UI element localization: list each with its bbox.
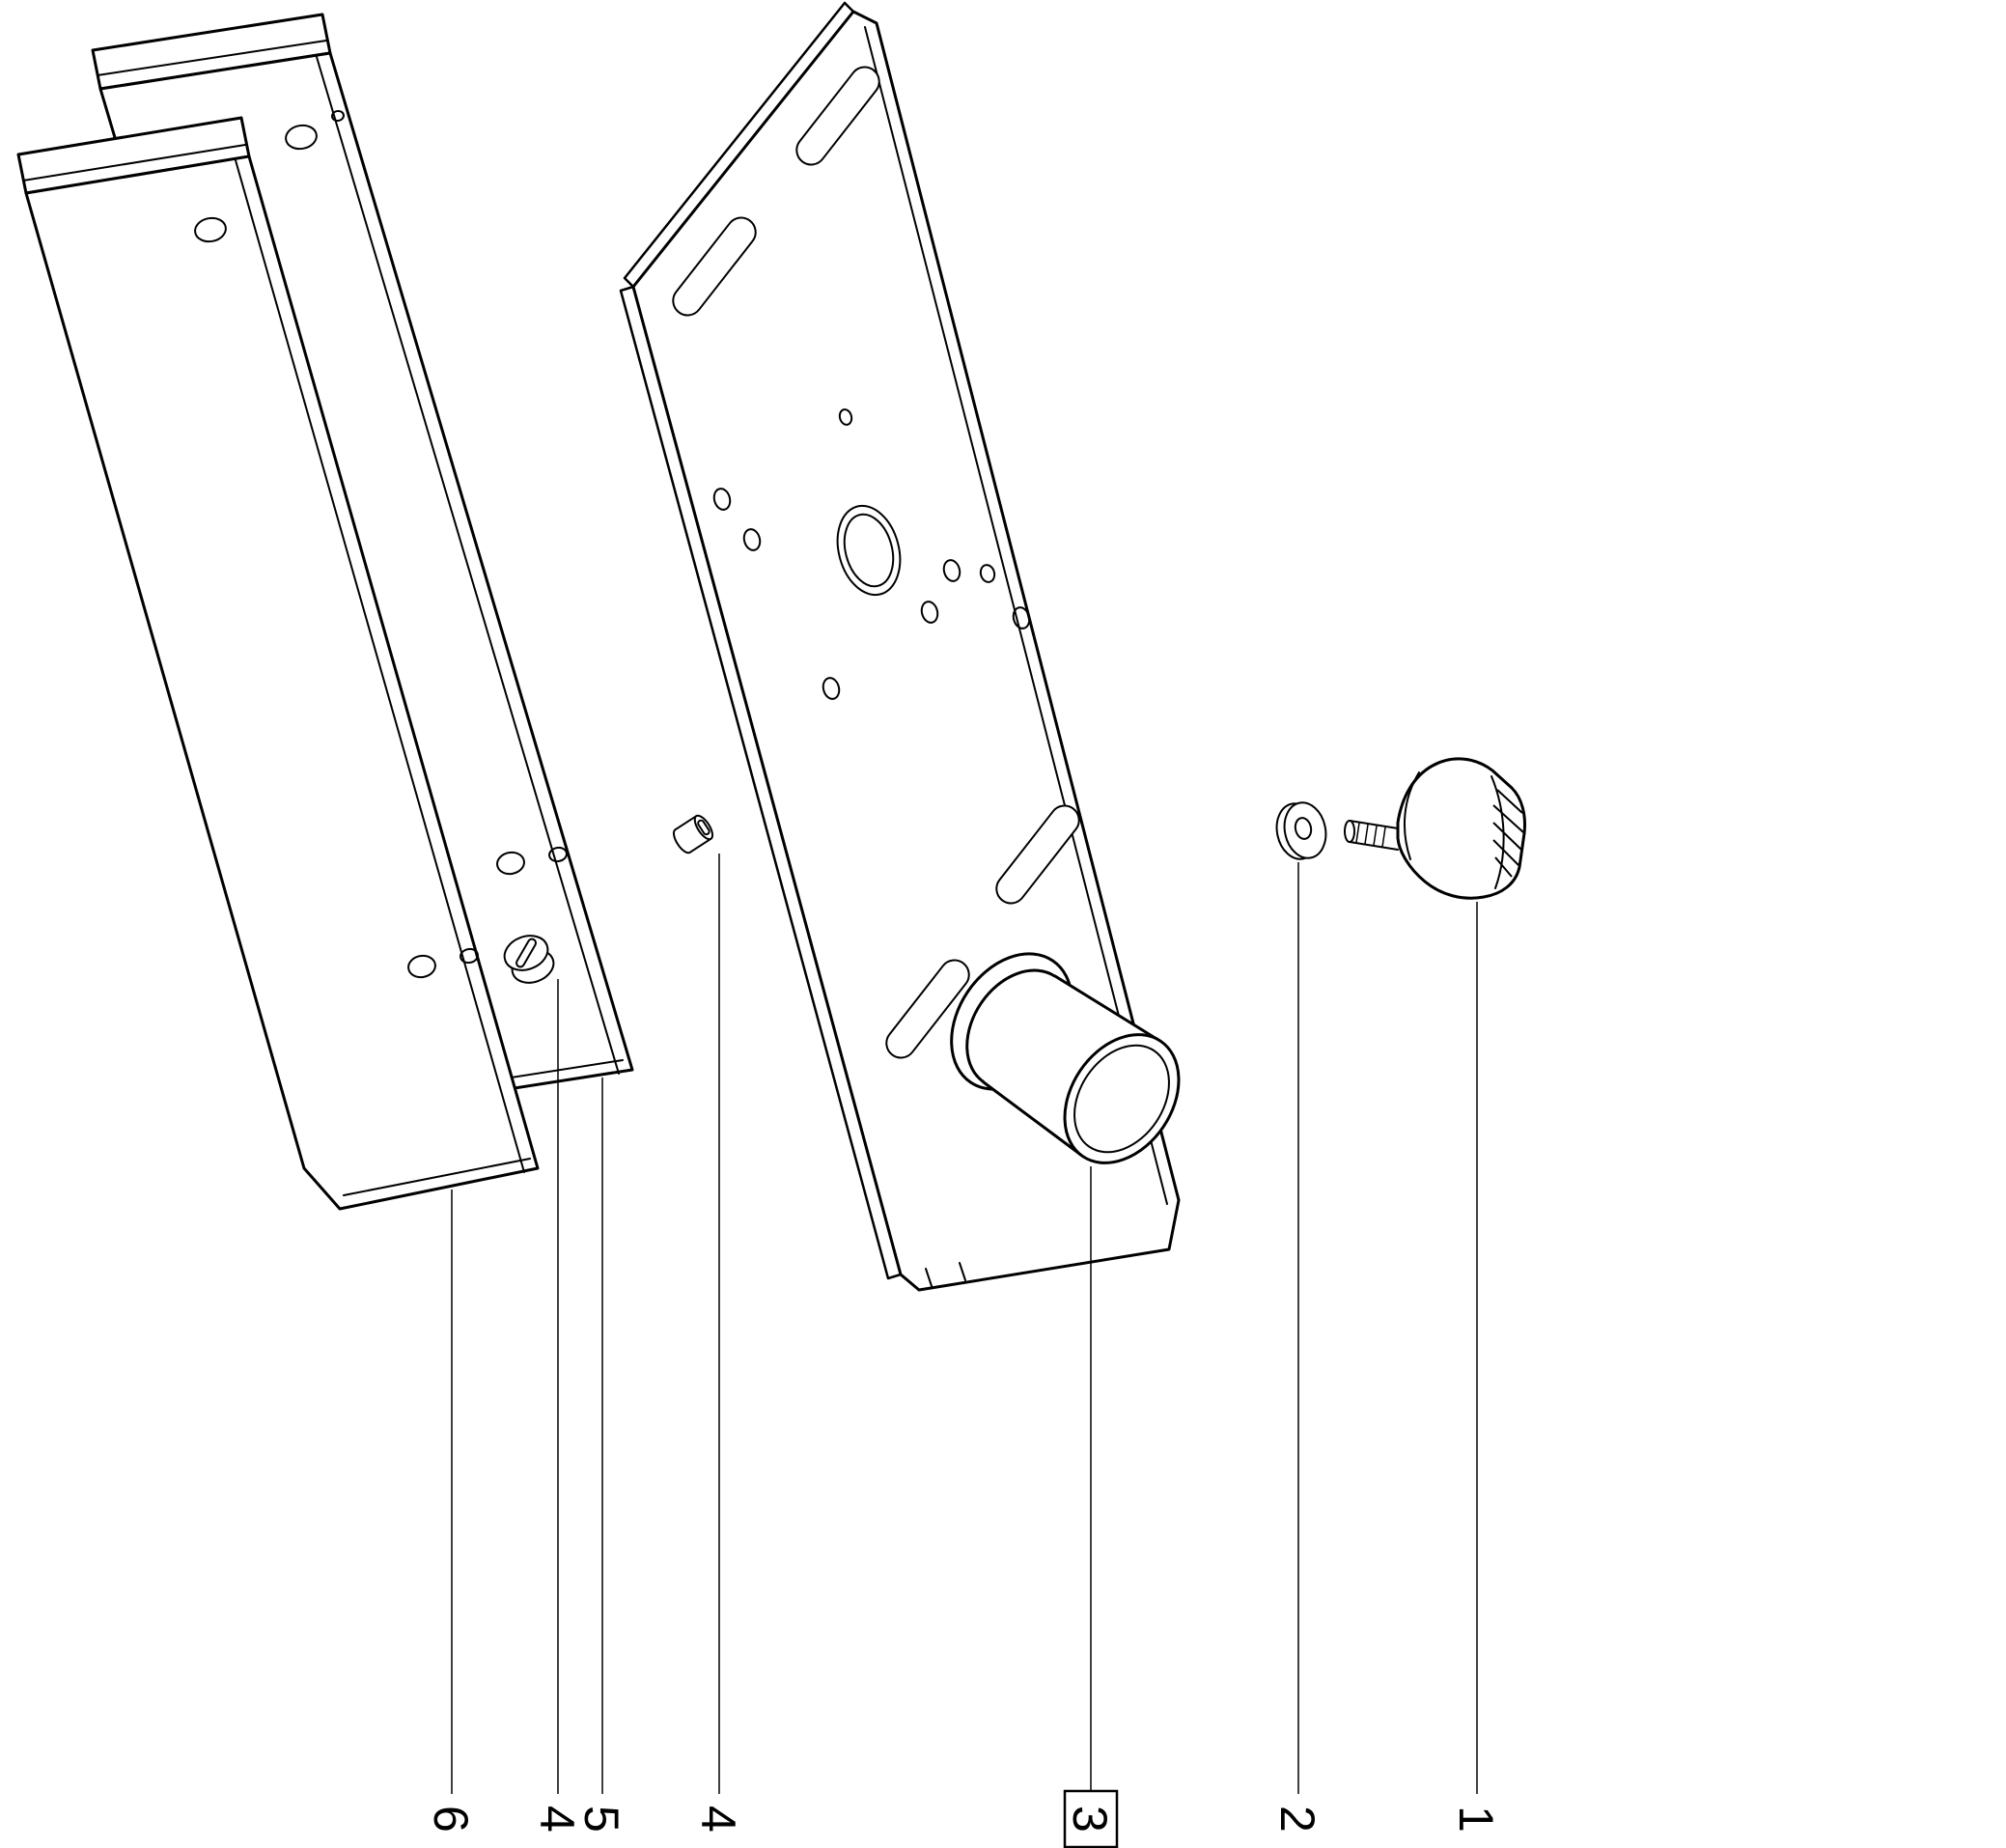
knob-face-contour bbox=[1403, 771, 1420, 860]
hole bbox=[496, 851, 525, 876]
knob-stud-threads bbox=[1355, 822, 1386, 848]
hole bbox=[194, 216, 227, 243]
part-3-plate bbox=[619, 1, 1181, 1292]
callout-5: 5 bbox=[574, 1078, 628, 1833]
callout-label: 1 bbox=[1449, 1806, 1503, 1833]
hole bbox=[979, 564, 996, 583]
screw-slot bbox=[515, 938, 537, 968]
callout-label: 5 bbox=[574, 1806, 628, 1833]
hole bbox=[942, 559, 961, 582]
hole bbox=[822, 677, 841, 700]
hole bbox=[838, 408, 853, 426]
part-4-screw-a bbox=[503, 935, 555, 984]
knob-stud-end bbox=[1344, 820, 1355, 843]
callout-4a: 4 bbox=[530, 979, 584, 1833]
part-6-edge-chamfer bbox=[235, 159, 525, 1173]
callout-3: 3 bbox=[1063, 1166, 1119, 1848]
callout-frame bbox=[1063, 1789, 1119, 1848]
callout-label: 4 bbox=[530, 1806, 584, 1833]
hole bbox=[285, 124, 318, 151]
port-body-sides bbox=[982, 974, 1163, 1158]
hole bbox=[460, 947, 479, 965]
screw-slot bbox=[697, 819, 710, 836]
callout-1: 1 bbox=[1449, 902, 1503, 1833]
knob-body bbox=[1396, 757, 1526, 900]
hole bbox=[920, 601, 939, 624]
slot bbox=[795, 66, 880, 166]
part-6-bar bbox=[16, 116, 540, 1211]
hole bbox=[407, 954, 436, 979]
part-6-bottom-chamfer bbox=[343, 1158, 531, 1196]
callout-label: 6 bbox=[424, 1806, 478, 1833]
slot bbox=[672, 216, 757, 317]
hole bbox=[742, 528, 762, 551]
slot bbox=[885, 959, 970, 1059]
part-4-screw-b bbox=[672, 814, 714, 854]
port-body bbox=[984, 976, 1161, 1156]
part-6-face bbox=[24, 154, 540, 1211]
plate-edge-chamfer bbox=[864, 26, 1168, 1205]
hole bbox=[712, 488, 732, 511]
slot bbox=[995, 804, 1080, 905]
callout-6: 6 bbox=[424, 1190, 478, 1833]
callout-label: 2 bbox=[1270, 1806, 1324, 1833]
part-2-washer bbox=[1275, 801, 1327, 860]
port-mouth-inner bbox=[1073, 1044, 1170, 1154]
washer-hole bbox=[1294, 817, 1313, 840]
plate-bottom-notches bbox=[925, 1262, 966, 1287]
center-hole-outer bbox=[836, 504, 902, 597]
part-6-end-chamfer bbox=[22, 144, 246, 182]
callouts: 6 4 5 4 3 2 1 bbox=[424, 854, 1503, 1848]
extraction-port bbox=[950, 952, 1181, 1164]
knob-grip-hatching bbox=[1492, 789, 1524, 878]
hole bbox=[548, 846, 568, 863]
center-hole-inner bbox=[843, 513, 895, 588]
callout-label: 3 bbox=[1063, 1806, 1117, 1833]
hole bbox=[1012, 606, 1031, 630]
callout-2: 2 bbox=[1270, 862, 1324, 1833]
part-5-edge-chamfer bbox=[316, 56, 620, 1075]
hole bbox=[331, 109, 345, 123]
callout-label: 4 bbox=[691, 1806, 745, 1833]
part-5-end-chamfer bbox=[97, 40, 327, 76]
screw-body-lines bbox=[674, 815, 712, 854]
part-1-knob bbox=[1344, 757, 1526, 900]
washer-front bbox=[1283, 801, 1327, 859]
callout-4b: 4 bbox=[691, 854, 745, 1833]
